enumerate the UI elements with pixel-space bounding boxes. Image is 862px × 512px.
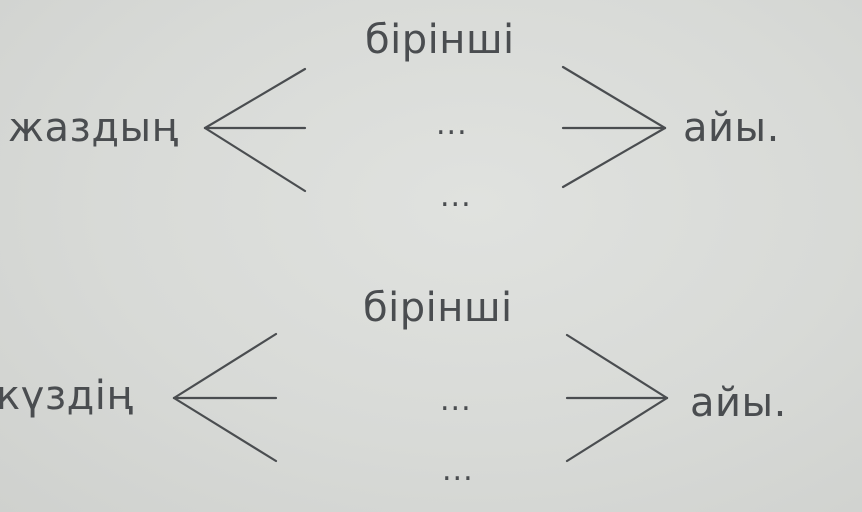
- bottom-blank: ...: [442, 453, 474, 488]
- top-word: бірінші: [365, 17, 515, 63]
- right-branch-up: [565, 333, 669, 400]
- right-branch-down: [561, 126, 667, 189]
- right-word: айы.: [690, 380, 787, 426]
- left-word: күздің: [0, 373, 134, 419]
- left-branch-up: [172, 332, 278, 400]
- left-branch-up: [203, 67, 307, 130]
- left-word: жаздың: [8, 105, 179, 151]
- right-branch-down: [565, 396, 669, 463]
- left-branch-down: [172, 396, 278, 463]
- middle-blank: ...: [440, 383, 472, 418]
- right-word: айы.: [683, 105, 780, 151]
- bottom-blank: ...: [440, 179, 472, 214]
- right-branch-up: [561, 65, 667, 130]
- left-branch-down: [203, 126, 307, 193]
- top-word: бірінші: [363, 285, 513, 331]
- middle-blank: ...: [436, 107, 468, 142]
